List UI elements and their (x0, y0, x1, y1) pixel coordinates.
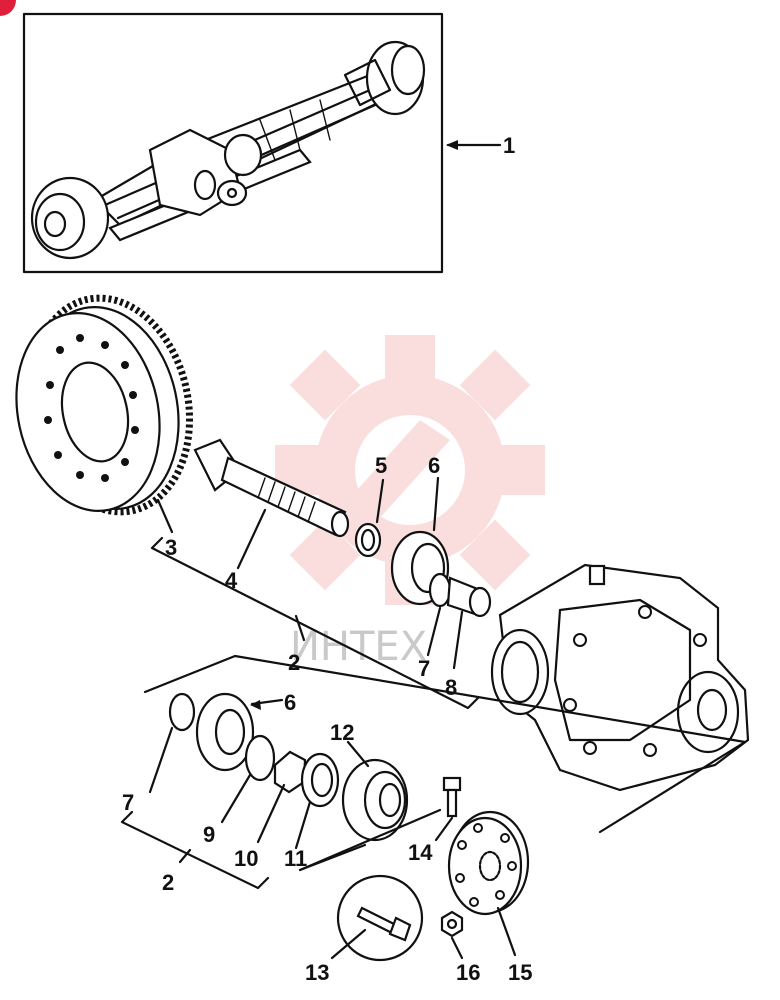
callout-7-upper: 7 (418, 656, 430, 681)
leader-16 (450, 936, 464, 960)
callout-6-lower: 6 (284, 690, 296, 715)
leader-14 (434, 816, 454, 842)
nut-16 (440, 910, 464, 938)
callout-15: 15 (508, 960, 532, 985)
bearing-6-lower (195, 692, 255, 772)
leader-7-upper (426, 606, 442, 657)
callout-14: 14 (408, 840, 433, 865)
leader-7-lower (148, 726, 174, 794)
corner-badge (0, 0, 16, 16)
ring-gear (15, 294, 194, 516)
pinion-shaft (193, 438, 350, 538)
bracket-2-upper (150, 536, 480, 710)
bolt-13 (356, 906, 412, 942)
callout-11: 11 (284, 846, 307, 871)
leader-9 (220, 773, 252, 824)
leader-4 (236, 508, 267, 570)
axle-assembly-drawing (30, 40, 426, 260)
callout-12: 12 (330, 720, 354, 745)
washer-5 (354, 522, 382, 558)
watermark-text: ИНТЕХ (290, 624, 427, 670)
leader-6-upper (432, 476, 440, 532)
bearing-case-12 (341, 758, 409, 842)
leader-8 (452, 610, 464, 670)
leader-12 (346, 740, 370, 768)
leader-3 (156, 498, 174, 534)
callout-2-lower: 2 (162, 870, 174, 895)
flange-15 (447, 810, 530, 916)
arrow-1 (446, 140, 458, 150)
leader-11 (294, 800, 312, 850)
leader-2-upper (294, 614, 306, 642)
callout-1: 1 (503, 133, 515, 158)
leader-5 (375, 478, 385, 524)
leader-10 (256, 783, 286, 844)
callout-3: 3 (165, 535, 177, 560)
bracket-2-lower (120, 810, 270, 890)
callout-2-upper: 2 (288, 650, 300, 675)
spacer-7-lower (168, 692, 196, 732)
leader-13 (330, 928, 367, 960)
bolt-14 (442, 776, 462, 818)
callout-7-lower: 7 (122, 790, 134, 815)
callout-5: 5 (375, 453, 387, 478)
axle-housing (490, 563, 750, 792)
leader-2-lower (178, 848, 192, 864)
nut-10 (273, 750, 307, 794)
callout-16: 16 (456, 960, 480, 985)
callout-10: 10 (234, 846, 258, 871)
callout-9: 9 (203, 822, 215, 847)
callout-13: 13 (305, 960, 329, 985)
spacer-7-upper (428, 572, 452, 608)
axle-assembly-frame (22, 12, 444, 274)
callout-6-upper: 6 (428, 453, 440, 478)
spacer-9 (244, 734, 276, 782)
frame-lower-left (298, 808, 442, 872)
frame-lower-assembly (143, 654, 747, 834)
leader-15 (496, 906, 517, 957)
